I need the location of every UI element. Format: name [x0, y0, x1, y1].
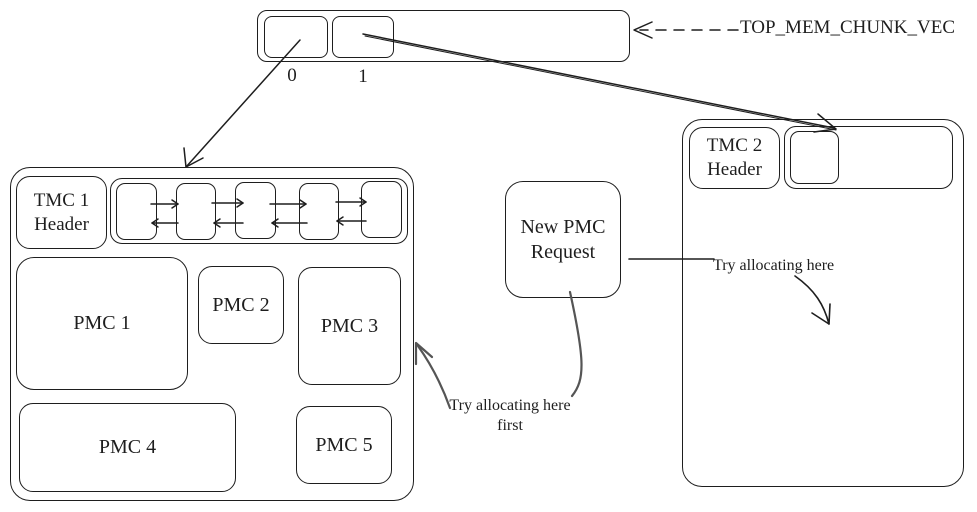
list-node-5	[361, 181, 402, 238]
tmc1-pmc-list	[110, 178, 408, 244]
pmc-5: PMC 5	[296, 406, 392, 484]
new-pmc-request: New PMC Request	[505, 181, 621, 298]
pmc-5-label: PMC 5	[315, 433, 373, 456]
annotation-try-here: Try allocating here	[713, 257, 835, 274]
pmc-3-label: PMC 3	[320, 314, 379, 337]
list-node-2	[176, 183, 216, 240]
pmc-1-label: PMC 1	[73, 312, 131, 334]
tmc2-header: TMC 2 Header	[689, 127, 780, 189]
tmc1-header-label: TMC 1 Header	[33, 189, 90, 235]
annotation-try-first: Try allocating here first	[449, 397, 571, 434]
pmc-3: PMC 3	[298, 267, 401, 385]
pmc-4-label: PMC 4	[98, 436, 157, 458]
top-mem-chunk-vec-label: TOP_MEM_CHUNK_VEC	[740, 17, 956, 38]
vec-index-0: 0	[287, 65, 297, 86]
vec-slot-1	[332, 16, 394, 58]
list-node-4	[299, 183, 339, 240]
vec-slot-0	[264, 16, 328, 58]
tmc1-header: TMC 1 Header	[16, 176, 107, 249]
new-pmc-request-label: New PMC Request	[520, 215, 606, 263]
tmc2-list-node-1	[790, 131, 839, 184]
vec-index-1: 1	[358, 66, 368, 87]
pmc-1: PMC 1	[16, 257, 188, 390]
pmc-4: PMC 4	[19, 403, 236, 492]
tmc2-pmc-list	[784, 126, 953, 189]
tmc2-header-label: TMC 2 Header	[706, 135, 763, 180]
pmc-2: PMC 2	[198, 266, 284, 344]
list-node-1	[116, 183, 157, 240]
list-node-3	[235, 182, 276, 239]
pmc-2-label: PMC 2	[212, 293, 270, 316]
